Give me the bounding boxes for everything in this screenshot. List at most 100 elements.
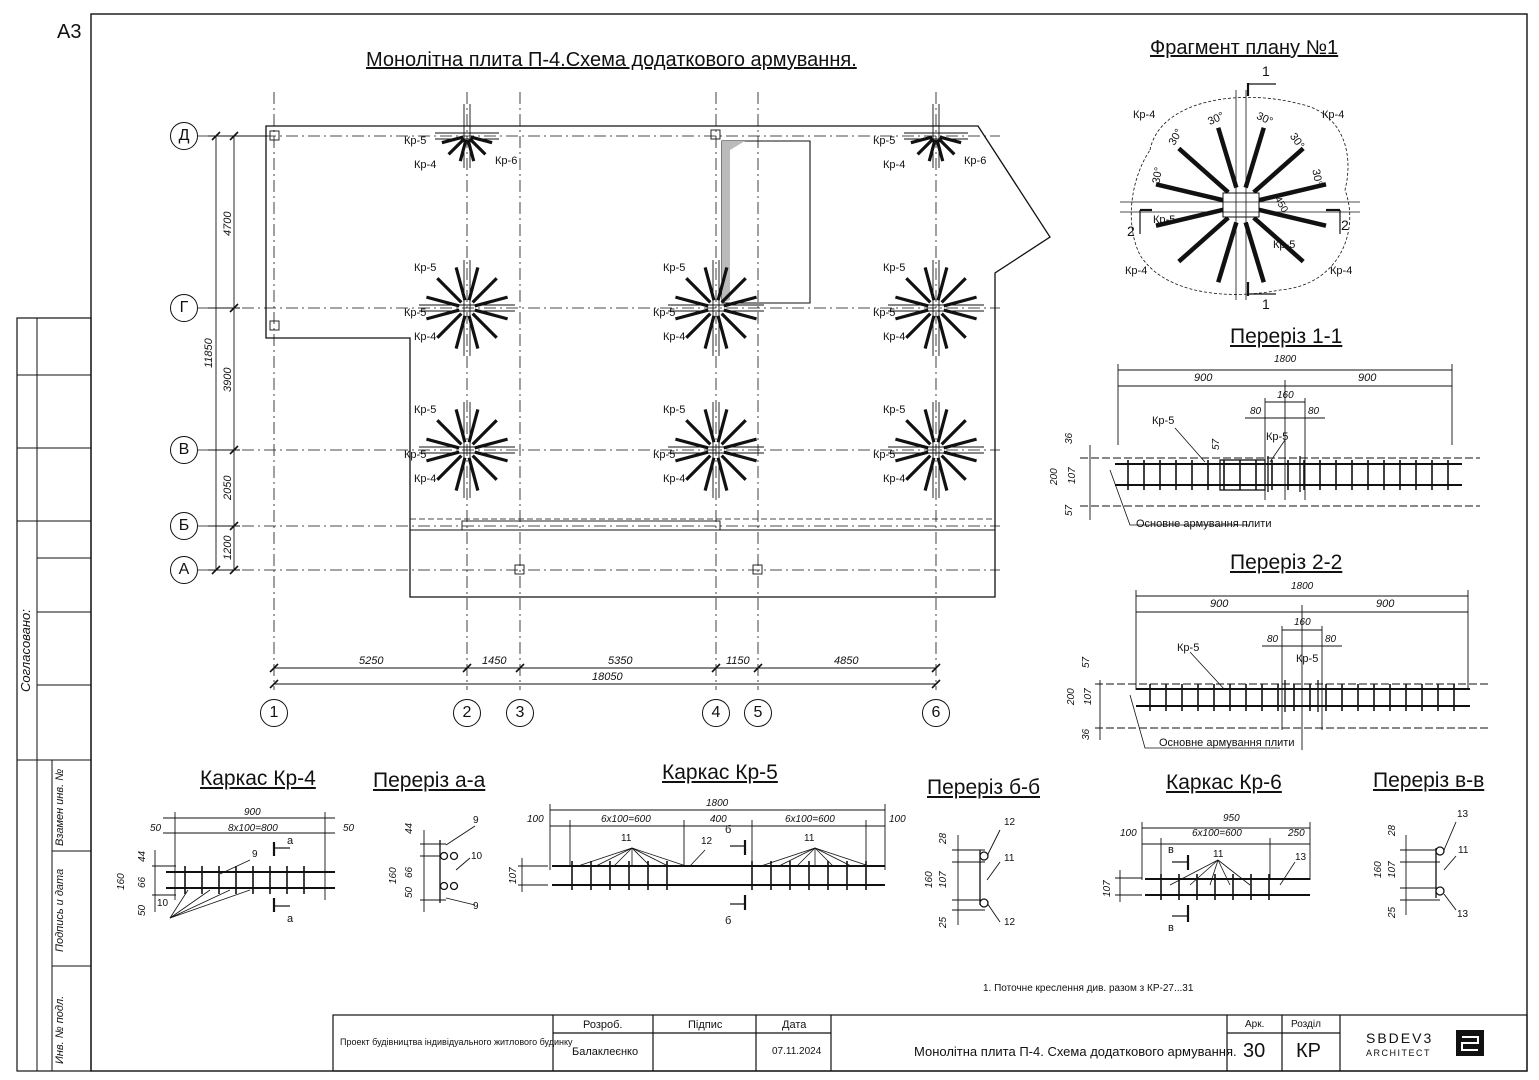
rebar-bar bbox=[454, 457, 467, 491]
rebar-bar bbox=[936, 267, 949, 301]
rebar-bar bbox=[940, 454, 967, 481]
fragment-title: Фрагмент плану №1 bbox=[1150, 37, 1339, 59]
section-1-title: Переріз 1-1 bbox=[1230, 325, 1343, 348]
kr6-d250: 250 bbox=[1288, 828, 1305, 839]
rebar-bar bbox=[927, 139, 937, 162]
rebar-bar bbox=[905, 277, 932, 304]
rebar-bar bbox=[943, 295, 977, 308]
bb-h107: 107 bbox=[938, 871, 949, 888]
s11-d80a: 80 bbox=[1250, 406, 1262, 417]
kr5-n11b: 11 bbox=[804, 833, 815, 844]
plan-kr5-label-mid: Кр-5 bbox=[873, 449, 896, 461]
kr4-cut-bottom: а bbox=[287, 913, 294, 925]
s11-h57: 57 bbox=[1064, 504, 1075, 516]
rebar-bar bbox=[905, 419, 932, 446]
fragment-rebar-bar bbox=[1257, 182, 1327, 203]
s22-d1800: 1800 bbox=[1291, 581, 1314, 592]
s11-kr5-label: Кр-5 bbox=[1152, 415, 1175, 427]
kr4-h50: 50 bbox=[137, 904, 148, 916]
kr5-d400: 400 bbox=[710, 814, 727, 825]
kr5-leader bbox=[778, 847, 816, 867]
kr5-h107: 107 bbox=[508, 867, 519, 884]
tb-dev-label: Розроб. bbox=[583, 1019, 623, 1031]
dim-col-1150: 1150 bbox=[726, 655, 750, 667]
plan-kr4-label: Кр-4 bbox=[414, 473, 437, 485]
tb-sign-label: Підпис bbox=[688, 1019, 723, 1031]
kr6-h107: 107 bbox=[1102, 880, 1113, 897]
rebar-bar bbox=[716, 457, 729, 491]
frag-cut-1-bottom: 1 bbox=[1262, 296, 1270, 312]
rebar-bar bbox=[916, 137, 935, 156]
section-bb-title: Переріз б-б bbox=[927, 776, 1040, 799]
axis-col-2: 2 bbox=[453, 699, 481, 727]
rebar-bar bbox=[436, 419, 463, 446]
rebar-bar bbox=[454, 409, 467, 443]
rebar-bar bbox=[474, 450, 508, 463]
plan-kr5-label-mid: Кр-5 bbox=[653, 307, 676, 319]
frag-cut-2-right: 2 bbox=[1341, 217, 1349, 233]
rebar-bar bbox=[436, 454, 463, 481]
rebar-bar bbox=[466, 139, 476, 162]
kr5-leader bbox=[613, 847, 633, 867]
axis-col-4: 4 bbox=[702, 699, 730, 727]
axis-row-g: Г bbox=[170, 294, 198, 322]
rebar-bar bbox=[720, 419, 747, 446]
kr4-d50b: 50 bbox=[343, 823, 355, 834]
bb-h25: 25 bbox=[938, 916, 949, 928]
dim-row-total: 11850 bbox=[203, 338, 215, 368]
kr4-d50a: 50 bbox=[150, 823, 162, 834]
kr6-n13: 13 bbox=[1295, 852, 1307, 863]
fragment-rebar-bar bbox=[1216, 127, 1239, 189]
rebar-bar bbox=[471, 277, 498, 304]
plan-kr5-label-top: Кр-5 bbox=[663, 404, 686, 416]
plan-kr6-label: Кр-6 bbox=[495, 155, 518, 167]
tb-author: Балаклеєнко bbox=[572, 1046, 639, 1058]
rebar-bar bbox=[436, 277, 463, 304]
rebar-bar bbox=[470, 135, 493, 145]
bb-h28: 28 bbox=[938, 832, 949, 844]
rebar-bar bbox=[675, 308, 709, 321]
s22-d80b: 80 bbox=[1325, 634, 1337, 645]
sheet-format: A3 bbox=[57, 21, 82, 43]
rebar-bar bbox=[436, 312, 463, 339]
plan-kr4-label: Кр-4 bbox=[883, 159, 906, 171]
dim-col-5350: 5350 bbox=[608, 655, 633, 667]
rebar-bar bbox=[458, 139, 468, 162]
s11-d1800: 1800 bbox=[1274, 354, 1297, 365]
frag-kr4-tr: Кр-4 bbox=[1322, 109, 1345, 121]
vv-n13b: 13 bbox=[1457, 909, 1469, 920]
kr5-d1800: 1800 bbox=[706, 798, 729, 809]
kr5-cut-bottom: б bbox=[725, 915, 732, 927]
rebar-bar bbox=[940, 419, 967, 446]
dim-col-1450: 1450 bbox=[482, 655, 507, 667]
kr5-leader bbox=[814, 847, 852, 867]
plan-kr5-label-top: Кр-5 bbox=[414, 262, 437, 274]
rebar-bar bbox=[923, 315, 936, 349]
axis-col-3: 3 bbox=[506, 699, 534, 727]
section-vv-title: Переріз в-в bbox=[1373, 769, 1485, 792]
rebar-bar bbox=[905, 454, 932, 481]
frag-cut-2-left: 2 bbox=[1127, 223, 1135, 239]
bb-h160: 160 bbox=[924, 871, 935, 888]
vv-n13a: 13 bbox=[1457, 809, 1469, 820]
dim-row-1200: 1200 bbox=[222, 535, 234, 560]
s22-d160: 160 bbox=[1294, 617, 1311, 628]
kr6-d950: 950 bbox=[1223, 813, 1240, 824]
kr5-leader bbox=[760, 847, 816, 867]
axis-row-d: Д bbox=[170, 122, 198, 150]
rebar-bar bbox=[454, 315, 467, 349]
aa-h160: 160 bbox=[388, 867, 399, 884]
tb-sheet-title: Монолітна плита П-4. Схема додаткового а… bbox=[914, 1044, 1237, 1059]
aa-h50: 50 bbox=[404, 886, 415, 898]
kr5-d100a: 100 bbox=[527, 814, 544, 825]
aa-h44: 44 bbox=[404, 822, 415, 834]
rebar-bar bbox=[675, 295, 709, 308]
kr4-d8x100: 8x100=800 bbox=[228, 823, 278, 834]
rebar-bar bbox=[940, 312, 967, 339]
aa-h66: 66 bbox=[404, 866, 415, 878]
kr5-n12: 12 bbox=[701, 836, 713, 847]
vv-h160: 160 bbox=[1373, 861, 1384, 878]
plan-kr5-label-mid: Кр-5 bbox=[404, 449, 427, 461]
axis-row-v: В bbox=[170, 436, 198, 464]
kr4-cut-top: а bbox=[287, 835, 294, 847]
